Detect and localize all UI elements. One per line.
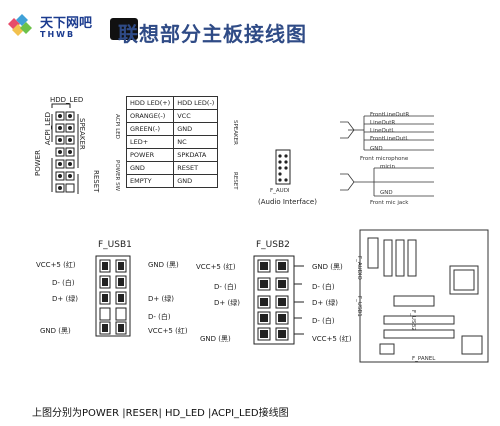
pin-right-cell: VCC [173,109,219,123]
pin-table-row: LED+NC [125,135,219,149]
jack-label: LineOutR [370,120,396,126]
audio-jack-schematic [340,115,434,197]
pin-right-cell: GND [173,174,219,188]
pin-right-cell: HDD LED(-) [173,96,219,110]
pin-left-cell: GREEN(-) [125,122,175,136]
audio-connector-drawing [275,149,291,185]
pin-table-row: GREEN(-)GND [125,122,219,136]
pin-table-row: HDD LED(+)HDD LED(-) [125,96,219,110]
pin-right-cell: NC [173,135,219,149]
usb1-left-pin: GND (黑) [40,327,71,335]
board-label-f-audio: F_AUDIO [356,256,362,280]
usb2-label: F_USB2 [256,240,290,250]
usb2-right-pin: GND (黑) [312,263,343,271]
motherboard-diagram [359,229,489,363]
footer-caption: 上图分别为POWER |RESER| HD_LED |ACPI_LED接线图 [32,408,289,419]
pin-right-cell: SPKDATA [173,148,219,162]
jack-label: GND [370,146,383,152]
speaker-label: SPEAKER [78,118,86,150]
jack-label: FrontLineOutR [370,112,410,118]
usb1-right-pin: D- (白) [148,313,171,321]
logo-badge [110,18,138,40]
jack-label: LineOutL [370,128,395,134]
jack-label: Front microphone [360,156,409,162]
jack-label: micin [380,164,395,170]
pin-left-cell: POWER [125,148,175,162]
audio-jack-labels: FrontLineOutR LineOutR LineOutL FrontLin… [360,108,470,213]
table-group-acpi-led: ACPI LED [114,114,120,139]
jack-label: FrontLineOutL [370,136,409,142]
pin-left-cell: GND [125,161,175,175]
page-title: 联想部分主板接线图 [118,22,307,46]
hdd-led-label: HDD_LED [50,96,84,104]
usb1-left-pin: D+ (绿) [52,295,78,303]
pin-right-cell: RESET [173,161,219,175]
table-group-reset: RESET [232,172,238,190]
site-logo: 天下网吧 THWB [2,10,142,50]
usb2-left-pin: D+ (绿) [214,299,240,307]
pin-left-cell: HDD LED(+) [125,96,175,110]
heart-logo-icon [8,14,32,36]
pin-left-cell: EMPTY [125,174,175,188]
usb1-left-pin: VCC+5 (红) [36,261,76,269]
board-label-f-panel: F_PANEL [412,356,436,362]
usb1-right-pin: D+ (绿) [148,295,174,303]
usb1-left-pin: D- (白) [52,279,75,287]
pin-left-cell: ORANGE(-) [125,109,175,123]
usb2-right-pin: D- (白) [312,317,335,325]
pin-table-row: ORANGE(-)VCC [125,109,219,123]
usb2-left-pin: GND (黑) [200,335,231,343]
table-group-power-sw: POWER SW [114,160,120,192]
usb2-connector-drawing [253,255,304,345]
pin-right-cell: GND [173,122,219,136]
usb2-right-pin: VCC+5 (红) [312,335,352,343]
table-group-speaker: SPEAKER [232,120,238,145]
usb1-connector-drawing [95,255,131,337]
front-panel-connector-drawing [51,103,79,194]
usb2-right-pin: D- (白) [312,283,335,291]
logo-name: 天下网吧 [40,16,93,31]
reset-label: RESET [92,170,100,193]
logo-subtext: THWB [40,30,76,39]
audio-connector-label: F_AUDI [270,188,290,194]
audio-caption: (Audio Interface) [258,198,317,206]
jack-label: GND [380,190,393,196]
usb2-right-pin: D+ (绿) [312,299,338,307]
usb2-left-pin: VCC+5 (红) [196,263,236,271]
usb1-right-pin: GND (黑) [148,261,179,269]
usb1-right-pin: VCC+5 (红) [148,327,188,335]
board-label-f-usb1: F_USB1 [356,296,362,317]
board-label-f-usb2: F_USB2 [410,310,416,331]
usb2-left-pin: D- (白) [214,283,237,291]
usb1-label: F_USB1 [98,240,132,250]
pin-left-cell: LED+ [125,135,175,149]
jack-label: Front mic jack [370,200,409,206]
